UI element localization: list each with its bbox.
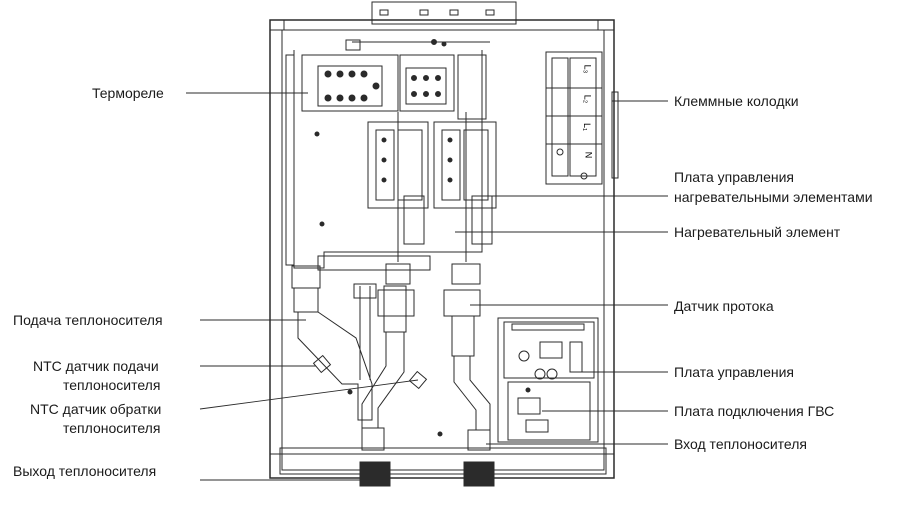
label-coolant-inlet: Вход теплоносителя	[674, 436, 807, 452]
control-board	[497, 317, 599, 443]
label-terminal-blocks: Клеммные колодки	[674, 93, 799, 109]
label-thermorelay: Термореле	[92, 85, 164, 101]
leader-lines	[186, 92, 668, 481]
label-ntc-return-line1: NTC датчик обратки	[30, 401, 162, 417]
label-heater-control-board-line2: нагревательными элементами	[674, 189, 873, 205]
label-heating-element: Нагревательный элемент	[674, 224, 841, 240]
label-dhw-board: Плата подключения ГВС	[674, 403, 835, 419]
label-ntc-supply-line2: теплоносителя	[63, 377, 161, 393]
label-heater-control-board-line1: Плата управления	[674, 169, 794, 185]
terminal-blocks	[545, 51, 603, 185]
flow-sensor-pipes	[377, 289, 491, 431]
terminal-mark-n: N	[583, 151, 594, 159]
terminal-mark-l3: L₃	[582, 64, 593, 74]
housing	[269, 19, 619, 479]
label-flow-sensor: Датчик протока	[674, 298, 774, 314]
label-ntc-supply-line1: NTC датчик подачи	[33, 358, 159, 374]
bottom-fittings	[359, 427, 495, 487]
top-mount-bracket	[371, 1, 517, 25]
terminal-mark-l2: L₂	[582, 94, 593, 104]
label-ntc-return-line2: теплоносителя	[63, 420, 161, 436]
mounting-holes	[314, 41, 447, 437]
supply-pipe	[293, 283, 377, 421]
label-control-board: Плата управления	[674, 364, 794, 380]
terminal-mark-l1: L₁	[582, 122, 593, 132]
heater-control-boards	[367, 121, 497, 245]
thermorelay	[317, 65, 447, 107]
label-coolant-outlet: Выход теплоносителя	[13, 463, 157, 479]
label-coolant-supply: Подача теплоносителя	[13, 312, 163, 328]
heater-frame	[285, 39, 490, 269]
